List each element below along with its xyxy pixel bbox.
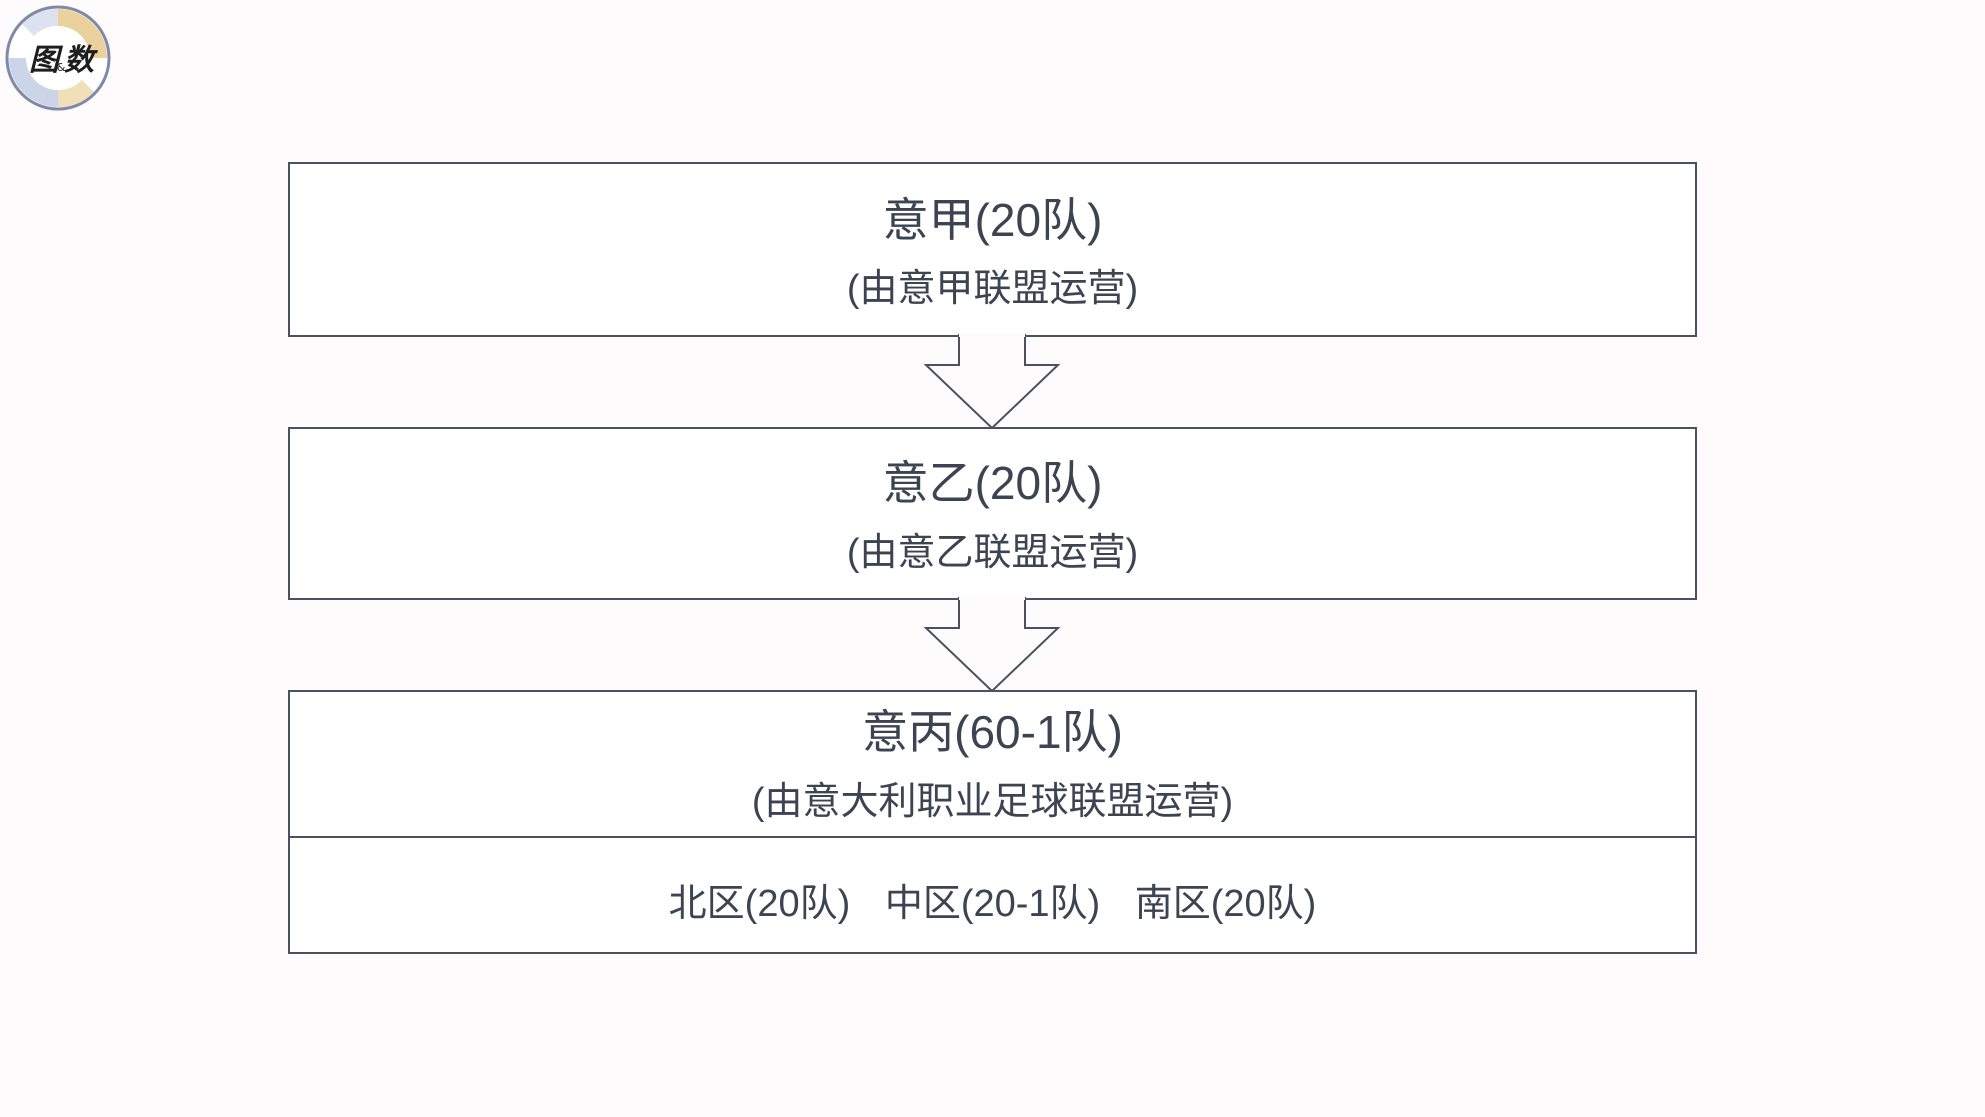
tier-3-operator: (由意大利职业足球联盟运营) xyxy=(751,781,1234,823)
region-central: 中区(20-1队) xyxy=(884,883,1101,925)
tier-3-regions: 北区(20队) 中区(20-1队) 南区(20队) xyxy=(290,872,1695,927)
region-south: 南区(20队) xyxy=(1134,883,1317,925)
tier-1-title: 意甲(20队) xyxy=(882,194,1103,246)
tier-3-divider xyxy=(290,836,1695,838)
logo-badge-icon: 图 & 数 xyxy=(5,5,111,111)
tier-3-box: 意丙(60-1队) (由意大利职业足球联盟运营) 北区(20队) 中区(20-1… xyxy=(288,690,1697,954)
logo: 图 & 数 xyxy=(4,4,112,112)
tier-2-title: 意乙(20队) xyxy=(882,457,1103,509)
logo-ampersand: & xyxy=(57,61,66,74)
logo-char-1: 图 xyxy=(29,43,64,78)
down-arrow-icon xyxy=(923,333,1061,430)
tier-1-operator: (由意甲联盟运营) xyxy=(846,268,1139,310)
tier-2-operator: (由意乙联盟运营) xyxy=(846,532,1139,574)
region-north: 北区(20队) xyxy=(668,883,851,925)
tier-2-box: 意乙(20队) (由意乙联盟运营) xyxy=(288,427,1697,600)
logo-char-2: 数 xyxy=(64,43,98,78)
down-arrow-icon xyxy=(923,596,1061,693)
tier-3-title: 意丙(60-1队) xyxy=(862,706,1123,758)
tier-1-box: 意甲(20队) (由意甲联盟运营) xyxy=(288,162,1697,337)
